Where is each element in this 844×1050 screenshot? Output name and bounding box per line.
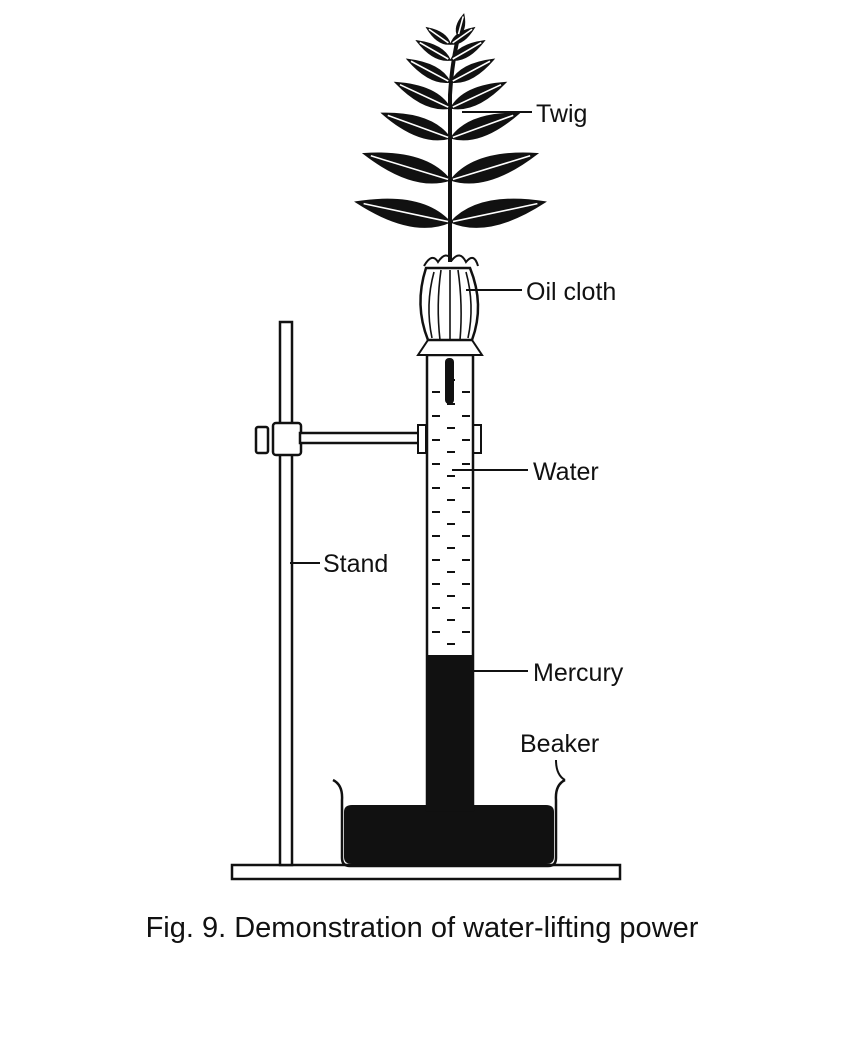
clamp	[254, 421, 482, 457]
leader-beaker	[555, 759, 566, 781]
leaf	[361, 152, 452, 184]
leaf	[449, 58, 496, 83]
leaf	[450, 26, 476, 45]
leaf	[449, 81, 508, 110]
leaf	[449, 198, 547, 228]
label-water: Water	[533, 458, 599, 486]
leaf	[449, 152, 540, 184]
twig	[354, 13, 547, 262]
mercury-column	[427, 655, 473, 810]
leaf	[415, 40, 452, 61]
label-oil-cloth: Oil cloth	[526, 278, 616, 306]
leaf	[455, 13, 466, 38]
leaf	[449, 112, 521, 141]
label-mercury: Mercury	[533, 659, 624, 687]
label-stand: Stand	[323, 550, 388, 578]
mercury-in-beaker	[344, 805, 554, 864]
oil-cloth	[416, 254, 484, 356]
glass-tube	[425, 353, 475, 812]
label-twig: Twig	[536, 100, 587, 128]
beaker	[332, 778, 566, 868]
figure-caption: Fig. 9. Demonstration of water-lifting p…	[145, 912, 699, 944]
leaf	[354, 198, 452, 228]
leaf	[449, 40, 486, 61]
leaf	[380, 112, 452, 141]
stand-rod	[278, 320, 294, 867]
leaf	[393, 81, 452, 110]
label-beaker: Beaker	[520, 730, 599, 758]
leaf	[425, 26, 451, 45]
leaf	[405, 58, 452, 83]
